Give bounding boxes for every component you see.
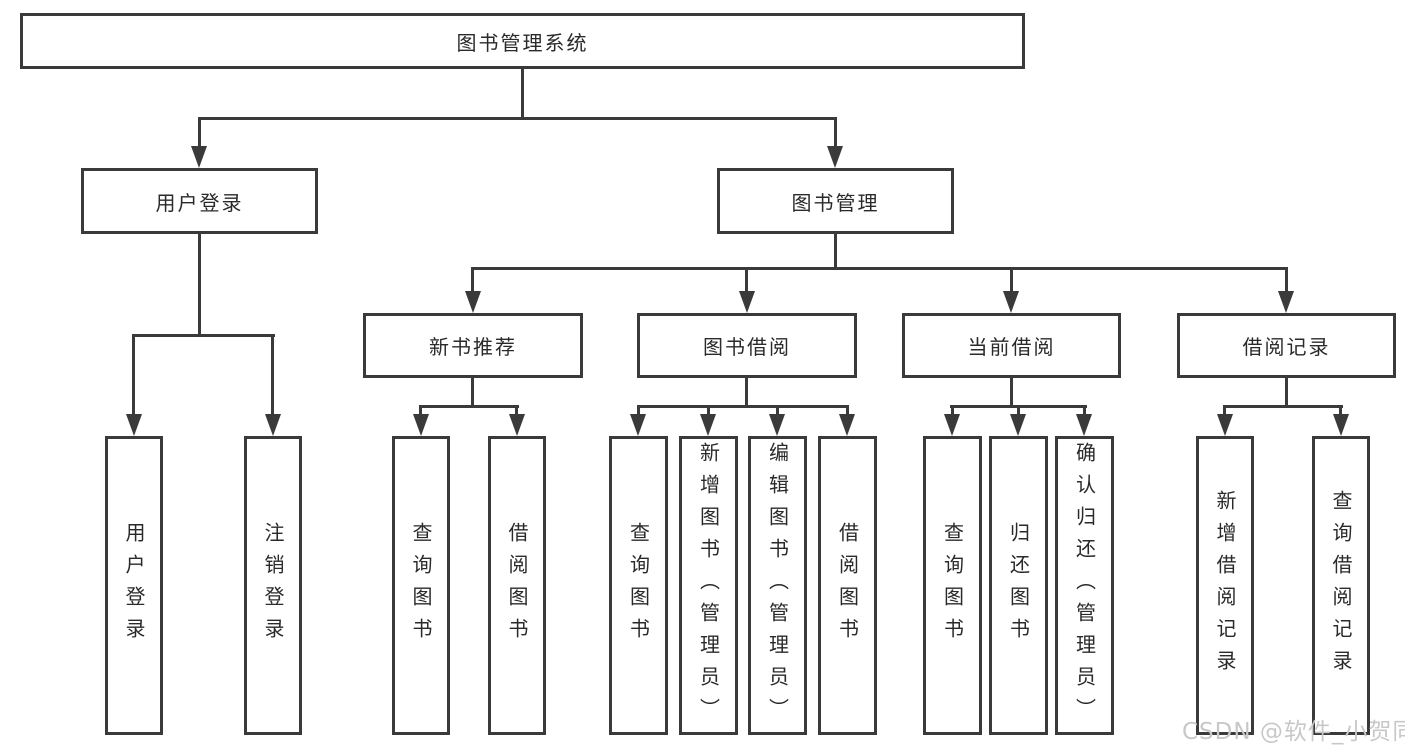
connector-line — [198, 117, 201, 150]
leaf-user-login: 用户登录 — [105, 436, 163, 735]
arrowhead-down — [465, 291, 481, 313]
leaf-bb-edit-book-admin-label: 编辑图书（管理员） — [765, 441, 790, 730]
connector-line — [776, 405, 779, 420]
leaf-br-query-borrow-record-label: 查询借阅记录 — [1329, 489, 1353, 682]
node-user-login: 用户登录 — [81, 168, 318, 234]
connector-line — [1223, 405, 1343, 408]
connector-line — [521, 68, 524, 119]
leaf-logout-login-label: 注销登录 — [261, 521, 285, 650]
leaf-bb-borrow-books: 借阅图书 — [818, 436, 877, 735]
arrowhead-down — [1333, 414, 1349, 436]
node-book-borrowing: 图书借阅 — [637, 313, 857, 378]
arrowhead-down — [1076, 414, 1092, 436]
connector-line — [745, 376, 748, 408]
connector-line — [132, 334, 135, 422]
arrowhead-down — [191, 146, 207, 168]
leaf-user-login-label: 用户登录 — [122, 521, 146, 650]
connector-line — [271, 334, 274, 422]
connector-line — [1285, 267, 1288, 295]
connector-line — [637, 405, 849, 408]
connector-line — [707, 405, 710, 420]
node-user-login-label: 用户登录 — [155, 190, 244, 215]
connector-line — [846, 405, 849, 420]
leaf-bb-borrow-books-label: 借阅图书 — [835, 521, 860, 650]
arrowhead-down — [413, 414, 429, 436]
connector-line — [471, 376, 474, 408]
connector-line — [471, 267, 474, 295]
node-book-management: 图书管理 — [717, 168, 954, 234]
arrowhead-down — [700, 414, 716, 436]
connector-line — [419, 405, 519, 408]
connector-line — [834, 117, 837, 150]
arrowhead-down — [1010, 414, 1026, 436]
connector-line — [198, 117, 837, 120]
leaf-logout-login: 注销登录 — [244, 436, 302, 735]
leaf-br-query-borrow-record: 查询借阅记录 — [1312, 436, 1370, 735]
connector-line — [1223, 405, 1226, 420]
connector-line — [419, 405, 422, 420]
arrowhead-down — [509, 414, 525, 436]
leaf-cb-confirm-return-admin: 确认归还（管理员） — [1055, 436, 1114, 735]
connector-line — [951, 405, 954, 420]
arrowhead-down — [1217, 414, 1233, 436]
connector-line — [637, 405, 640, 420]
connector-line — [745, 267, 748, 295]
leaf-bb-edit-book-admin: 编辑图书（管理员） — [748, 436, 807, 735]
leaf-br-add-borrow-record-label: 新增借阅记录 — [1213, 489, 1237, 682]
node-new-book-recommendation: 新书推荐 — [363, 313, 583, 378]
connector-line — [1017, 405, 1020, 420]
connector-line — [1083, 405, 1086, 420]
connector-line — [1285, 376, 1288, 408]
connector-line — [1010, 376, 1013, 408]
connector-line — [1010, 267, 1013, 295]
leaf-nbr-borrow-books: 借阅图书 — [488, 436, 546, 735]
leaf-bb-query-books-label: 查询图书 — [626, 521, 651, 650]
node-current-borrowing: 当前借阅 — [902, 313, 1121, 378]
leaf-cb-query-books-label: 查询图书 — [940, 521, 965, 650]
node-root: 图书管理系统 — [20, 13, 1025, 69]
arrowhead-down — [1003, 291, 1019, 313]
node-book-borrowing-label: 图书借阅 — [703, 335, 791, 359]
arrowhead-down — [944, 414, 960, 436]
node-book-management-label: 图书管理 — [791, 190, 880, 215]
leaf-cb-return-books-label: 归还图书 — [1006, 521, 1031, 650]
leaf-cb-confirm-return-admin-label: 确认归还（管理员） — [1072, 441, 1097, 730]
leaf-bb-query-books: 查询图书 — [609, 436, 668, 735]
node-current-borrowing-label: 当前借阅 — [967, 335, 1056, 359]
arrowhead-down — [630, 414, 646, 436]
node-borrowing-records-label: 借阅记录 — [1242, 335, 1331, 359]
leaf-nbr-borrow-books-label: 借阅图书 — [505, 521, 529, 650]
connector-line — [834, 232, 837, 270]
connector-line — [515, 405, 518, 420]
node-root-label: 图书管理系统 — [456, 30, 589, 55]
leaf-nbr-query-books: 查询图书 — [392, 436, 450, 735]
arrowhead-down — [739, 291, 755, 313]
node-new-book-recommendation-label: 新书推荐 — [429, 335, 517, 359]
arrowhead-down — [1278, 291, 1294, 313]
connector-line — [132, 334, 275, 337]
leaf-br-add-borrow-record: 新增借阅记录 — [1196, 436, 1254, 735]
connector-line — [1339, 405, 1342, 420]
connector-line — [198, 232, 201, 336]
leaf-bb-add-book-admin-label: 新增图书（管理员） — [696, 441, 721, 730]
node-borrowing-records: 借阅记录 — [1177, 313, 1396, 378]
leaf-nbr-query-books-label: 查询图书 — [409, 521, 433, 650]
leaf-bb-add-book-admin: 新增图书（管理员） — [679, 436, 738, 735]
arrowhead-down — [827, 146, 843, 168]
arrowhead-down — [265, 414, 281, 436]
arrowhead-down — [769, 414, 785, 436]
leaf-cb-return-books: 归还图书 — [989, 436, 1048, 735]
arrowhead-down — [126, 414, 142, 436]
csdn-watermark: CSDN @软件_小贺同学 — [1182, 719, 1405, 745]
arrowhead-down — [839, 414, 855, 436]
connector-line — [471, 267, 1288, 270]
leaf-cb-query-books: 查询图书 — [923, 436, 982, 735]
